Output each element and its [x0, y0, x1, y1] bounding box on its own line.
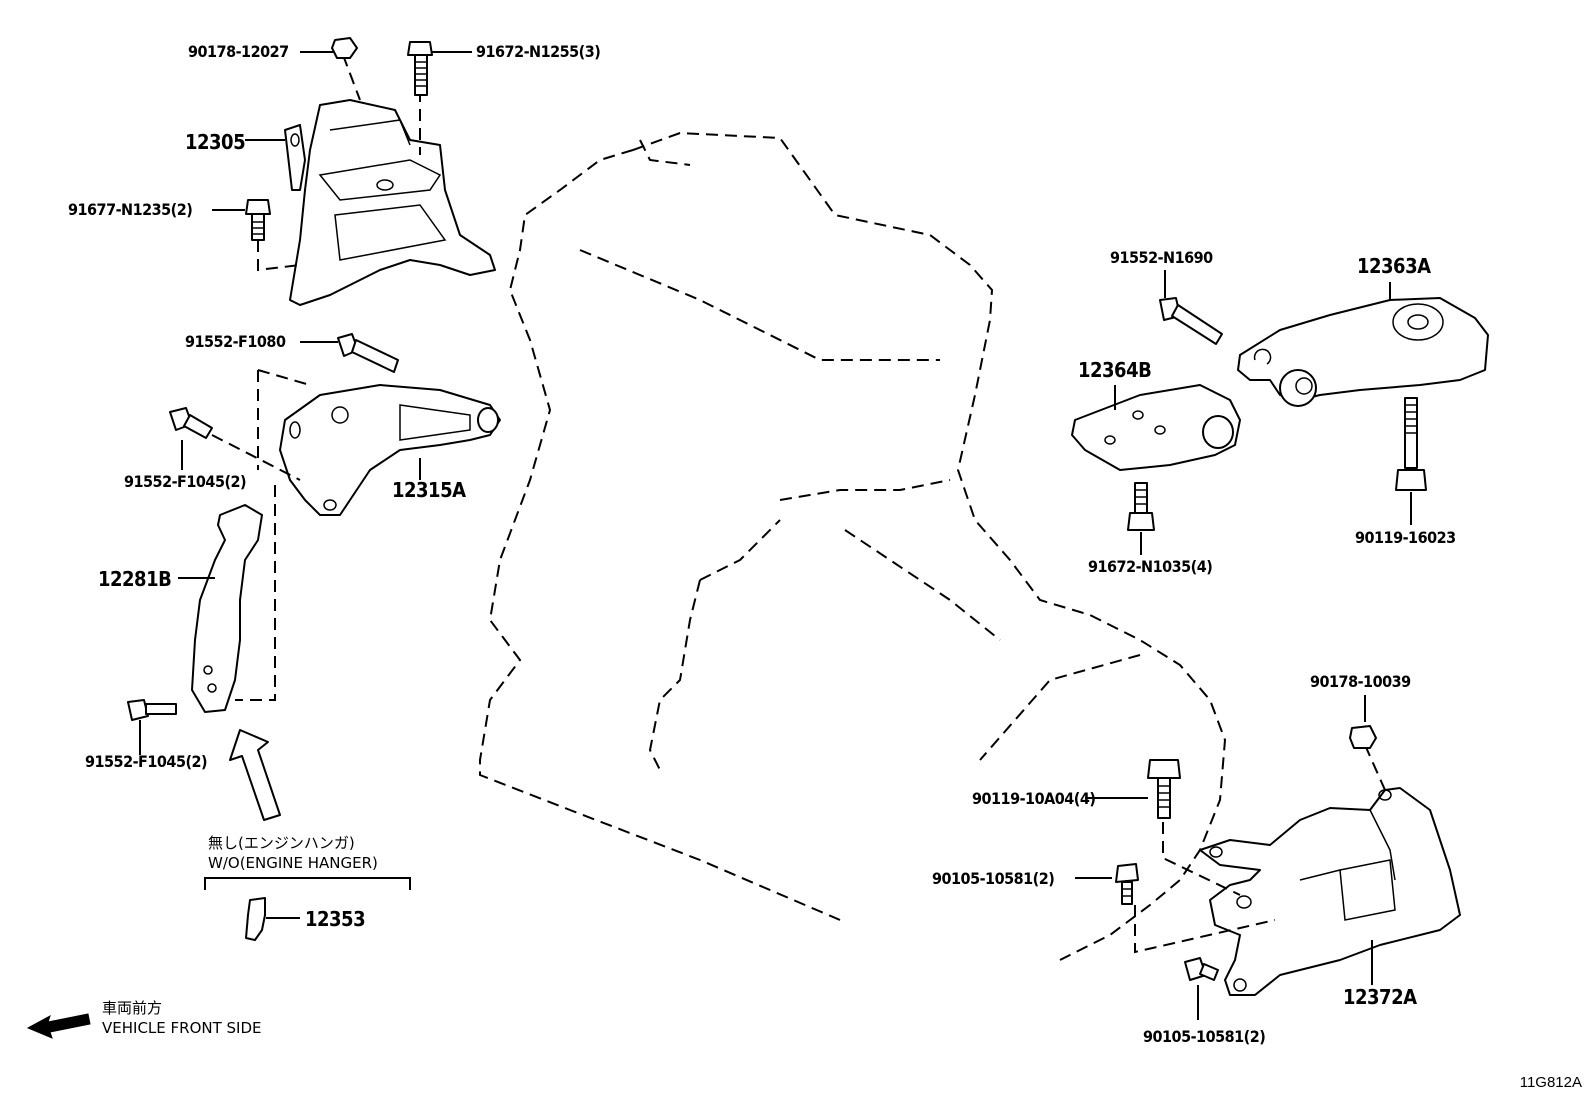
bolt-90119-10a04-icon	[1147, 759, 1181, 819]
bolt-91552-n1690-icon	[1159, 270, 1223, 345]
label-90105-10581-lower: 90105-10581(2)	[1143, 1027, 1266, 1046]
label-91552-n1690: 91552-N1690	[1110, 248, 1213, 267]
label-91672-n1255: 91672-N1255(3)	[476, 42, 601, 61]
bolt-91672-n1035-icon	[1127, 482, 1155, 555]
bracket-12315a-drawing	[279, 384, 501, 516]
label-12305: 12305	[185, 130, 246, 154]
leader-lines-12372a	[1075, 695, 1386, 1020]
label-90178-10039: 90178-10039	[1310, 672, 1411, 691]
label-90119-16023: 90119-16023	[1355, 528, 1456, 547]
bolt-90105-10581-upper-icon	[1115, 863, 1139, 905]
label-91672-n1035: 91672-N1035(4)	[1088, 557, 1213, 576]
engine-mount-12305-drawing	[284, 99, 496, 306]
label-12364b: 12364B	[1078, 358, 1152, 382]
engine-phantom-outline	[479, 131, 1227, 961]
bolt-91552-f1045-lower-icon	[127, 699, 177, 721]
label-91552-f1045-lower: 91552-F1045(2)	[85, 752, 208, 771]
label-12315a: 12315A	[392, 478, 466, 502]
bolt-90119-16023-icon	[1395, 397, 1427, 525]
bolt-91672-n1255-icon	[407, 41, 433, 96]
label-12363a: 12363A	[1357, 254, 1431, 278]
label-91552-f1045-upper: 91552-F1045(2)	[124, 472, 247, 491]
bracket-12372a-drawing	[1199, 787, 1461, 996]
bracket-12364b-drawing	[1071, 384, 1241, 471]
label-12281b: 12281B	[98, 567, 172, 591]
note-front-side-en: VEHICLE FRONT SIDE	[102, 1019, 262, 1037]
bolt-91552-f1080-icon	[337, 333, 399, 373]
note-wo-engine-hanger-en: W/O(ENGINE HANGER)	[208, 854, 378, 872]
bolt-91552-f1045-upper-icon	[169, 407, 213, 439]
mount-12363a-drawing	[1237, 282, 1489, 407]
wo-engine-hanger-bracket	[204, 877, 411, 941]
vehicle-view-arrow-icon	[229, 729, 281, 821]
note-front-side-jp: 車両前方	[102, 999, 163, 1017]
label-90119-10a04: 90119-10A04(4)	[972, 789, 1096, 808]
engine-hanger-12281b-drawing	[191, 504, 263, 713]
bolt-91677-n1235-icon	[245, 199, 271, 241]
label-12353: 12353	[305, 907, 366, 931]
note-wo-engine-hanger-jp: 無し(エンジンハンガ)	[208, 834, 355, 852]
leader-lines-12315a	[181, 341, 421, 481]
vehicle-front-arrow-icon	[26, 1013, 91, 1039]
leader-lines-12305	[212, 51, 472, 272]
bolt-90105-10581-lower-icon	[1184, 957, 1219, 981]
label-91552-f1080: 91552-F1080	[185, 332, 286, 351]
label-91677-n1235: 91677-N1235(2)	[68, 200, 193, 219]
nut-90178-10039-icon	[1349, 725, 1377, 749]
label-90178-12027: 90178-12027	[188, 42, 289, 61]
label-90105-10581-upper: 90105-10581(2)	[932, 869, 1055, 888]
leader-lines-12281b	[139, 485, 276, 755]
diagram-code: 11G812A	[1519, 1074, 1582, 1091]
label-12372a: 12372A	[1343, 985, 1417, 1009]
nut-90178-12027-icon	[331, 37, 358, 59]
